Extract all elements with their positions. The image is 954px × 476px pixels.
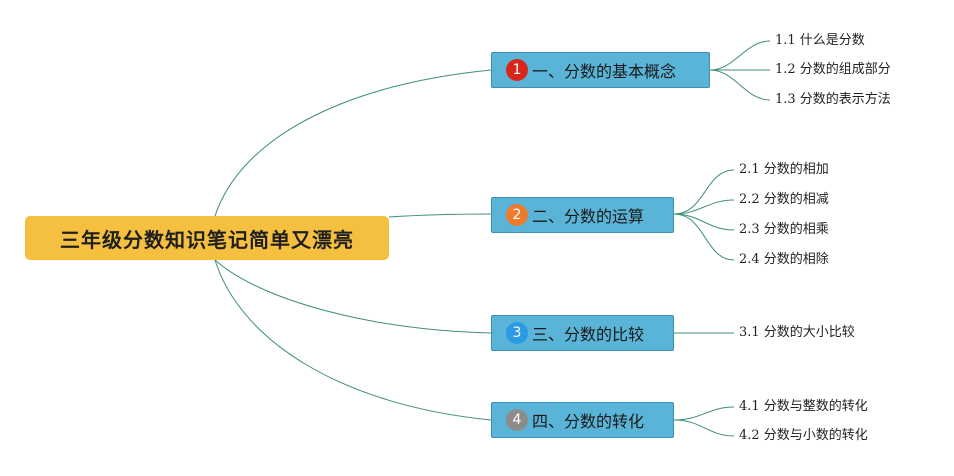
connector-branch-2-leaf-1 <box>673 169 735 215</box>
leaf-topic-1-1[interactable]: 1.1 什么是分数 <box>775 33 865 48</box>
leaf-topic-2-4[interactable]: 2.4 分数的相除 <box>739 252 829 267</box>
leaf-topic-1-3[interactable]: 1.3 分数的表示方法 <box>775 92 891 107</box>
number-badge-1-icon: 1 <box>506 59 528 81</box>
branch-topic-4[interactable]: 4 四、分数的转化 <box>491 402 674 438</box>
connector-root-branch-1 <box>214 69 492 217</box>
branch-topic-3[interactable]: 3 三、分数的比较 <box>491 315 674 351</box>
branch-label-4: 四、分数的转化 <box>532 412 645 431</box>
connector-root-branch-2 <box>388 213 492 218</box>
leaf-topic-2-3[interactable]: 2.3 分数的相乘 <box>739 222 829 237</box>
leaf-topic-1-2[interactable]: 1.2 分数的组成部分 <box>775 62 891 77</box>
connector-root-branch-4 <box>214 259 492 421</box>
connector-branch-2-leaf-4 <box>673 213 735 261</box>
leaf-topic-3-1[interactable]: 3.1 分数的大小比较 <box>739 325 855 340</box>
branch-topic-1[interactable]: 1 一、分数的基本概念 <box>491 52 710 88</box>
leaf-topic-4-1[interactable]: 4.1 分数与整数的转化 <box>739 399 868 414</box>
number-badge-4-icon: 4 <box>506 409 528 431</box>
branch-label-3: 三、分数的比较 <box>532 325 645 344</box>
branch-label-2: 二、分数的运算 <box>532 207 645 226</box>
connector-root-branch-3 <box>214 259 492 334</box>
connector-branch-2-leaf-3 <box>673 213 735 231</box>
leaf-topic-4-2[interactable]: 4.2 分数与小数的转化 <box>739 428 868 443</box>
connector-branch-2-leaf-2 <box>673 199 735 215</box>
branch-label-1: 一、分数的基本概念 <box>532 62 677 81</box>
branch-topic-2[interactable]: 2 二、分数的运算 <box>491 197 674 233</box>
number-badge-2-icon: 2 <box>506 204 528 226</box>
root-topic[interactable]: 三年级分数知识笔记简单又漂亮 <box>25 216 389 260</box>
number-badge-3-icon: 3 <box>506 322 528 344</box>
connector-branch-4-leaf-2 <box>673 419 735 437</box>
connector-branch-1-leaf-3 <box>709 69 771 101</box>
connector-branch-1-leaf-1 <box>709 40 771 71</box>
connector-branch-4-leaf-1 <box>673 406 735 421</box>
leaf-topic-2-2[interactable]: 2.2 分数的相减 <box>739 192 829 207</box>
leaf-topic-2-1[interactable]: 2.1 分数的相加 <box>739 162 829 177</box>
